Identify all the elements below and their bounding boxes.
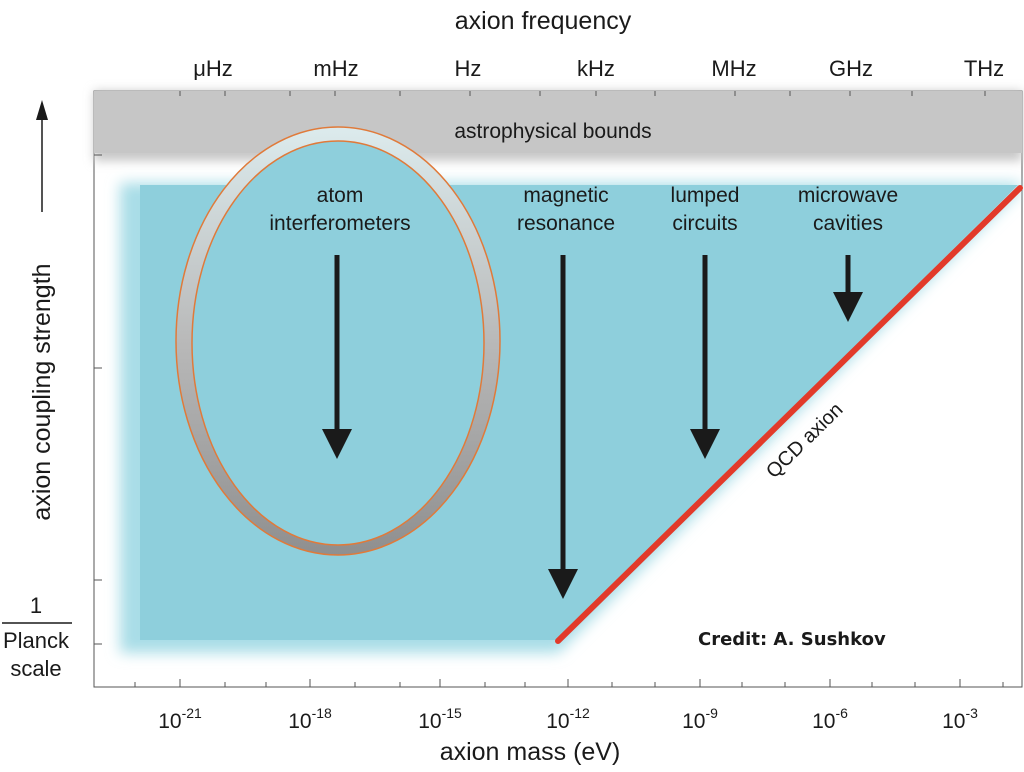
top-axis-ticks [179, 91, 986, 96]
method-label-magnetic-line2: resonance [517, 212, 615, 235]
mass-tick-labels: 10-21 10-18 10-15 10-12 10-9 10-6 10-3 [158, 705, 978, 733]
frequency-axis-title: axion frequency [455, 7, 632, 35]
qcd-axion-line [555, 185, 1023, 644]
mass-tick-label: 10-18 [288, 705, 332, 733]
sensitivity-arrows [322, 255, 863, 599]
frequency-tick-label: μHz [193, 56, 233, 81]
method-label-lumped-line1: lumped [671, 184, 740, 207]
mass-tick-label: 10-3 [942, 705, 978, 733]
method-label-atom-line1: atom [317, 184, 364, 207]
method-label-atom-line2: interferometers [269, 212, 410, 235]
frequency-tick-labels: μHz mHz Hz kHz MHz GHz THz [193, 56, 1004, 81]
method-label-microwave-line2: cavities [813, 212, 883, 235]
frequency-tick-label: MHz [711, 56, 756, 81]
mass-axis-title: axion mass (eV) [440, 738, 621, 766]
mass-tick-label: 10-9 [682, 705, 718, 733]
mass-tick-label: 10-21 [158, 705, 202, 733]
mass-tick-label: 10-6 [812, 705, 848, 733]
method-label-magnetic-line1: magnetic [523, 184, 608, 207]
method-label-lumped-line2: circuits [672, 212, 737, 235]
svg-text:1: 1 [30, 593, 42, 618]
coupling-axis-title: axion coupling strength [28, 263, 56, 520]
frequency-tick-label: THz [964, 56, 1004, 81]
svg-text:scale: scale [10, 656, 61, 681]
svg-text:Planck: Planck [3, 628, 70, 653]
method-label-microwave-line1: microwave [798, 184, 898, 207]
frequency-tick-label: mHz [313, 56, 358, 81]
frequency-tick-label: kHz [577, 56, 615, 81]
planck-scale-label: 1 Planck scale [2, 593, 72, 681]
mass-tick-label: 10-15 [418, 705, 462, 733]
y-axis-arrow-up-icon [36, 100, 48, 212]
credit-text: Credit: A. Sushkov [698, 629, 886, 650]
y-axis-ticks [94, 154, 102, 645]
frequency-tick-label: GHz [829, 56, 873, 81]
frequency-tick-label: Hz [455, 56, 482, 81]
bottom-axis-ticks [134, 679, 1004, 687]
mass-tick-label: 10-12 [546, 705, 590, 733]
astrophysical-bounds-label: astrophysical bounds [454, 120, 651, 143]
